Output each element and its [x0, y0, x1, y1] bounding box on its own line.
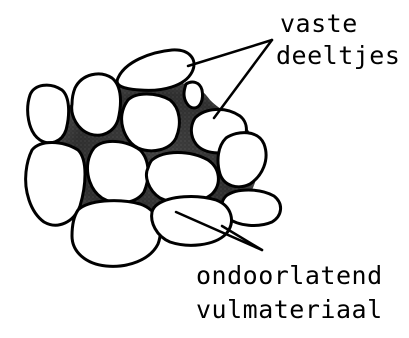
particle [218, 133, 266, 187]
label-solids-line1: vaste [280, 9, 358, 38]
label-solids-line2: deeltjes [276, 41, 400, 70]
particle [72, 74, 121, 135]
particle [72, 201, 160, 267]
particle [28, 85, 69, 143]
particle [122, 94, 180, 151]
leader-line-solids-a [188, 40, 272, 66]
label-filler-line1: ondoorlatend [196, 261, 383, 290]
particle [152, 197, 232, 246]
leader-line-solids-b [214, 40, 272, 118]
label-filler-line2: vulmateriaal [196, 295, 383, 324]
solid-particles [26, 50, 281, 266]
particle [88, 141, 149, 202]
particle [184, 82, 203, 108]
